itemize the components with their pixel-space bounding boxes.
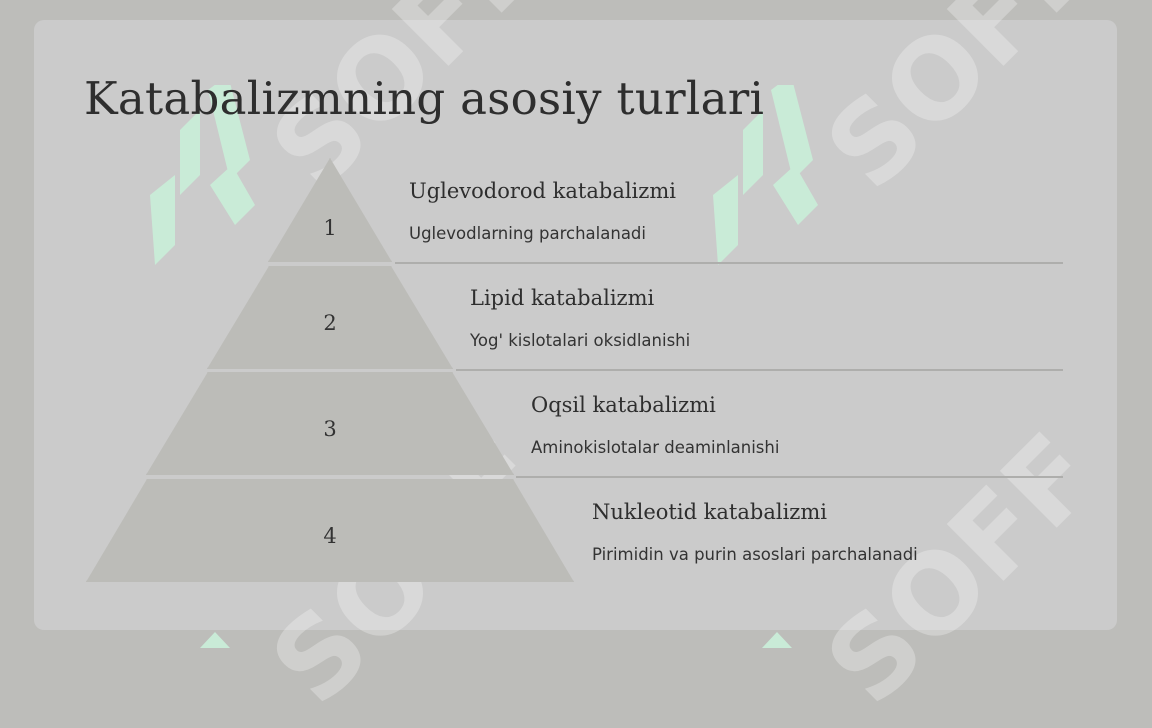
tier-heading: Lipid katabalizmi	[470, 286, 655, 310]
tier-number: 3	[323, 417, 337, 441]
tier-divider	[516, 476, 1063, 478]
tier-number: 4	[323, 524, 337, 548]
tier-description: Pirimidin va purin asoslari parchalanadi	[592, 545, 918, 564]
tier-number: 2	[323, 311, 337, 335]
tier-number: 1	[323, 216, 337, 240]
pyramid-tier-3	[146, 372, 514, 475]
tier-heading: Nukleotid katabalizmi	[592, 500, 827, 524]
tier-heading: Uglevodorod katabalizmi	[409, 179, 676, 203]
slide-title: Katabalizmning asosiy turlari	[84, 72, 765, 125]
pyramid-tier-4	[86, 479, 574, 582]
tier-divider	[456, 369, 1063, 371]
tier-divider	[395, 262, 1063, 264]
tier-heading: Oqsil katabalizmi	[531, 393, 716, 417]
tier-description: Uglevodlarning parchalanadi	[409, 224, 646, 243]
tier-description: Aminokislotalar deaminlanishi	[531, 438, 780, 457]
tier-description: Yog' kislotalari oksidlanishi	[470, 331, 691, 350]
